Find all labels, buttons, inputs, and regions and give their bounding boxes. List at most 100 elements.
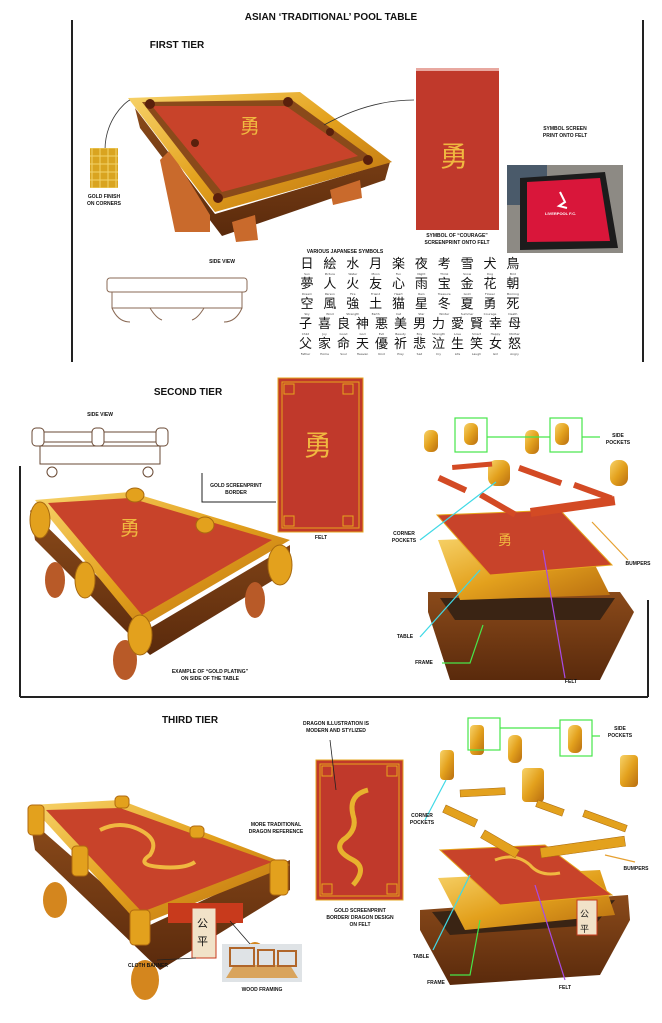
symbol-glyph: 愛 bbox=[450, 317, 464, 332]
symbol-meaning: Think bbox=[440, 272, 449, 276]
tier3-felt-label: FELT bbox=[558, 985, 572, 991]
symbol-meaning: Boy bbox=[416, 332, 423, 336]
tier2-frame-label: FRAME bbox=[415, 660, 433, 666]
symbol-meaning: Rain bbox=[418, 292, 425, 296]
exploded-banner-char-2: 平 bbox=[580, 924, 589, 935]
symbol-meaning: Soul bbox=[340, 352, 347, 356]
symbol-glyph: 女 bbox=[488, 337, 502, 352]
symbol-glyph: 風 bbox=[323, 297, 337, 312]
symbol-meaning: Laugh bbox=[471, 352, 482, 356]
symbol-meaning: Heart bbox=[394, 292, 403, 296]
tier1-table-symbol: 勇 bbox=[240, 114, 260, 138]
symbol-meaning: Angry bbox=[510, 352, 519, 356]
symbol-glyph: 勇 bbox=[483, 297, 497, 312]
symbol-meaning: Life bbox=[454, 352, 461, 356]
symbol-glyph: 生 bbox=[450, 337, 464, 352]
symbol-meaning: Night bbox=[417, 272, 426, 276]
symbol-meaning: Picture bbox=[324, 272, 336, 276]
symbol-glyph: 幸 bbox=[488, 317, 502, 332]
symbol-meaning: Evil bbox=[378, 332, 385, 336]
tier3-bumpers-label: BUMPERS bbox=[623, 866, 649, 872]
symbol-glyph: 男 bbox=[412, 317, 426, 332]
symbol-glyph: 祈 bbox=[393, 337, 407, 352]
symbol-meaning: Dog bbox=[486, 272, 494, 276]
symbol-meaning: Fire bbox=[350, 292, 356, 296]
symbol-meaning: Child bbox=[301, 332, 310, 336]
symbol-glyph: 朝 bbox=[506, 277, 520, 292]
symbol-meaning: Sad bbox=[416, 352, 423, 356]
symbol-meaning: Gold bbox=[463, 292, 471, 296]
symbol-meaning: Sky bbox=[304, 312, 310, 316]
symbol-meaning: Good bbox=[339, 332, 348, 336]
symbol-meaning: Summer bbox=[460, 312, 474, 316]
photo-logo-text: LIVERPOOL F.C. bbox=[545, 211, 577, 216]
symbols-heading: VARIOUS JAPANESE SYMBOLS bbox=[306, 249, 384, 255]
symbol-glyph: 猫 bbox=[391, 297, 405, 312]
symbol-glyph: 命 bbox=[336, 337, 350, 352]
tier2-heading: SECOND TIER bbox=[153, 387, 223, 398]
tier2-side-view-label: SIDE VIEW bbox=[87, 412, 113, 418]
symbol-glyph: 土 bbox=[369, 297, 383, 312]
tier1-felt-symbol: 勇 bbox=[440, 140, 468, 173]
symbol-meaning: Smart bbox=[471, 332, 482, 336]
symbol-meaning: Love bbox=[453, 332, 462, 336]
symbol-glyph: 花 bbox=[483, 277, 497, 292]
symbol-glyph: 悪 bbox=[374, 317, 388, 332]
banner-char-2: 平 bbox=[197, 935, 208, 948]
symbol-meaning: Earth bbox=[371, 312, 380, 316]
symbol-glyph: 泣 bbox=[431, 337, 445, 352]
tier2-felt-caption: FELT bbox=[314, 535, 328, 541]
tier3-exploded-view: 公 平 bbox=[420, 717, 638, 985]
symbol-glyph: 喜 bbox=[317, 317, 331, 332]
tier3-heading: THIRD TIER bbox=[161, 715, 219, 726]
banner-char-1: 公 bbox=[197, 917, 208, 930]
symbol-glyph: 火 bbox=[346, 277, 360, 292]
symbol-meaning: Strength bbox=[346, 312, 360, 316]
symbol-meaning: Strength bbox=[432, 332, 445, 336]
symbol-meaning: Snow bbox=[463, 272, 472, 276]
symbol-meaning: Beauty bbox=[395, 332, 406, 336]
symbol-glyph: 冬 bbox=[437, 297, 451, 312]
symbol-glyph: 父 bbox=[298, 337, 312, 352]
symbol-glyph: 雨 bbox=[414, 277, 428, 292]
exploded-banner-char-1: 公 bbox=[580, 909, 589, 920]
tier2-table-label: TABLE bbox=[396, 634, 414, 640]
symbol-meaning: God bbox=[359, 332, 366, 336]
